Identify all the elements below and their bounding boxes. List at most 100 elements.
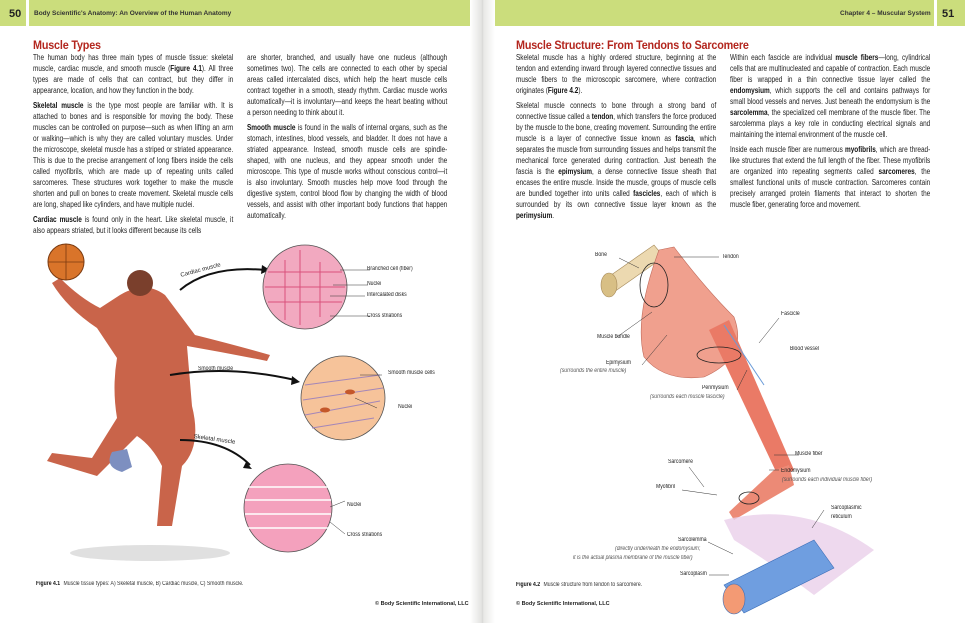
header-band — [484, 0, 965, 26]
label-cross-striations: Cross striations — [367, 313, 403, 319]
myofibril-cylinder — [722, 539, 835, 615]
label-endomysium: Endomysium — [781, 468, 811, 474]
text-column-1: The human body has three main types of m… — [33, 52, 233, 240]
paragraph: Skeletal muscle has a highly ordered str… — [516, 52, 716, 96]
athlete-head — [127, 270, 153, 296]
key-term: Smooth muscle — [247, 122, 296, 132]
shadow — [70, 545, 230, 561]
label-branched-cell: Branched cell (fiber) — [367, 266, 413, 272]
text-run: Skeletal muscle has a highly ordered str… — [516, 52, 717, 95]
text-run: is found only in the heart. Like skeleta… — [33, 214, 234, 235]
muscle-fiber — [729, 465, 794, 520]
label-endomysium-note: (surrounds each individual muscle fiber) — [782, 477, 873, 483]
key-term: fascia — [675, 133, 694, 143]
text-run: Skeletal muscle connects to bone through… — [516, 100, 717, 121]
header-band — [0, 0, 481, 26]
label-perimysium-note: (surrounds each muscle fascicle) — [650, 394, 725, 400]
key-term: Skeletal muscle — [33, 100, 84, 110]
label-nuclei: Nuclei — [367, 281, 382, 287]
page-number: 51 — [942, 8, 955, 20]
paragraph: are shorter, branched, and usually have … — [247, 52, 447, 118]
label-nuclei: Nuclei — [398, 404, 413, 410]
label-muscle-bundle: Muscle bundle — [597, 334, 630, 340]
cardiac-muscle-circle — [262, 244, 348, 330]
figure-4-1-illustration — [47, 243, 386, 561]
text-run: , which are thread-like structures that … — [730, 144, 931, 176]
label-cross-striations: Cross striations — [347, 532, 383, 538]
label-myofibril: Myofibril — [656, 484, 675, 490]
key-term: Figure 4.2 — [547, 85, 579, 95]
label-bone: Bone — [595, 252, 607, 258]
key-term: Cardiac muscle — [33, 214, 82, 224]
section-heading: Muscle Structure: From Tendons to Sarcom… — [516, 38, 749, 52]
paragraph: The human body has three main types of m… — [33, 52, 233, 96]
paragraph: Inside each muscle fiber are numerous my… — [730, 144, 930, 210]
text-column-1: Skeletal muscle has a highly ordered str… — [516, 52, 716, 225]
label-sarcolemma-note-2: it is the actual plasma membrane of the … — [573, 555, 693, 561]
text-run: , the smallest functional units of muscl… — [730, 166, 931, 209]
fascicle — [709, 320, 794, 478]
text-run: Inside each muscle fiber are numerous — [730, 144, 845, 154]
key-term: myofibrils — [844, 144, 876, 154]
label-fascicle: Fascicle — [781, 311, 800, 317]
smooth-arrow-label: Smooth muscle — [198, 366, 234, 372]
label-sarcoplasm: Sarcoplasm — [680, 571, 707, 577]
right-page: Chapter 4 – Muscular System 51 Muscle St… — [484, 0, 965, 623]
text-run: , each of which is surrounded by its own… — [516, 188, 717, 209]
text-run: , which separates the muscle from surrou… — [516, 133, 717, 176]
label-sarcolemma-note-1: (directly underneath the endomysium; — [615, 546, 701, 552]
running-head: Body Scientific's Anatomy: An Overview o… — [34, 10, 232, 17]
text-run: ). — [578, 85, 583, 95]
label-perimysium: Perimysium — [702, 385, 729, 391]
header-divider — [934, 0, 937, 26]
label-epimysium: Epimysium — [606, 360, 631, 366]
label-sarcoplasmic-reticulum-2: reticulum — [831, 514, 852, 520]
label-blood-vessel: Blood vessel — [790, 346, 819, 352]
label-sarcolemma: Sarcolemma — [678, 537, 707, 543]
key-term: sarcolemma — [730, 107, 768, 117]
label-epimysium-note: (surrounds the entire muscle) — [560, 368, 627, 374]
page-number: 50 — [9, 8, 22, 20]
key-term: perimysium — [516, 210, 553, 220]
label-tendon: Tendon — [722, 254, 739, 260]
smooth-muscle-circle — [300, 355, 386, 441]
key-term: endomysium — [730, 85, 770, 95]
label-smooth-muscle-cells: Smooth muscle cells — [388, 370, 435, 376]
text-run: is found in the walls of internal organs… — [247, 122, 448, 220]
text-column-2: Within each fascicle are individual musc… — [730, 52, 930, 214]
left-page: 50 Body Scientific's Anatomy: An Overvie… — [0, 0, 481, 623]
text-run: , the specialized cell membrane of the m… — [730, 107, 931, 139]
key-term: sarcomeres — [878, 166, 915, 176]
athlete-body — [47, 278, 270, 526]
label-sarcomere: Sarcomere — [668, 459, 693, 465]
text-run: , which transfers the force produced by … — [516, 111, 717, 143]
key-term: muscle fibers — [835, 52, 879, 62]
copyright: © Body Scientific International, LLC — [516, 601, 610, 607]
text-run: ). All three types are made of cells tha… — [33, 63, 234, 95]
label-muscle-fiber: Muscle fiber — [795, 451, 823, 457]
muscle-bundle — [640, 246, 738, 379]
label-nuclei: Nuclei — [347, 502, 362, 508]
key-term: tendon — [591, 111, 614, 121]
section-heading: Muscle Types — [33, 38, 101, 52]
blood-vessel — [723, 324, 765, 386]
running-head: Chapter 4 – Muscular System — [840, 10, 931, 17]
paragraph: Smooth muscle is found in the walls of i… — [247, 122, 447, 221]
label-sarcoplasmic-reticulum: Sarcoplasmic — [831, 505, 862, 511]
text-column-2: are shorter, branched, and usually have … — [247, 52, 447, 225]
header-divider — [26, 0, 29, 26]
text-run: is the type most people are familiar wit… — [33, 100, 234, 209]
key-term: Figure 4.1 — [170, 63, 202, 73]
text-run: . — [552, 210, 554, 220]
figure-4-2-illustration — [600, 244, 874, 615]
label-intercalated-disks: Intercalated disks — [367, 292, 407, 298]
book-gutter — [470, 0, 495, 623]
key-term: fascicles — [633, 188, 661, 198]
shoe-icon — [109, 449, 132, 472]
text-run: , a dense connective tissue sheath that … — [516, 166, 717, 198]
paragraph: Within each fascicle are individual musc… — [730, 52, 930, 140]
text-run: Within each fascicle are individual — [730, 52, 836, 62]
paragraph: Skeletal muscle connects to bone through… — [516, 100, 716, 221]
text-run: The human body has three main types of m… — [33, 52, 234, 73]
